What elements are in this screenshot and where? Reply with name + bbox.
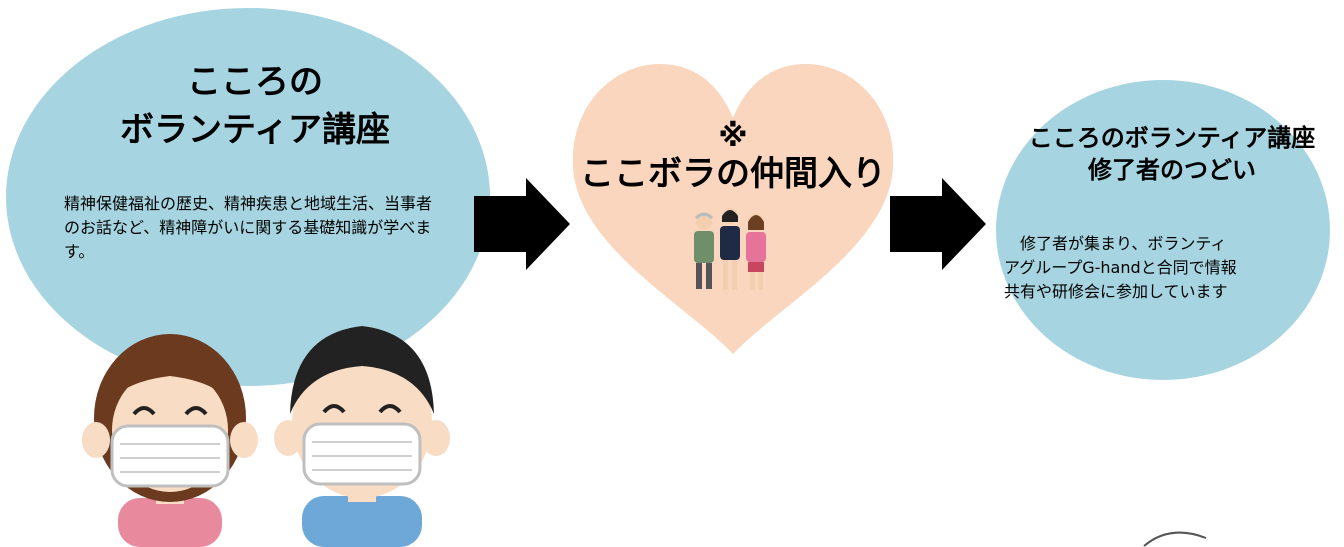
three-people-illustration [694,208,766,290]
alumni-ellipse [996,80,1330,380]
course-title: こころの ボランティア講座 [90,58,420,154]
alumni-title-line2: 修了者のつどい [1088,156,1256,184]
boy-figure [274,326,450,547]
masked-children-illustration [82,326,450,547]
alumni-title: こころのボランティア講座 修了者のつどい [1000,122,1344,186]
right-arrow-icon [474,178,570,270]
course-title-line2: ボランティア講座 [120,110,390,150]
join-text: ここボラの仲間入り [580,154,886,194]
girl-figure [82,334,258,547]
note-mark: ※ [718,119,748,154]
alumni-description: 修了者が集まり、ボランティ アグループG-handと合同で情報 共有や研修会に参… [1004,232,1324,304]
alumni-title-line1: こころのボランティア講座 [1028,124,1316,152]
alumni-desc-line2: アグループG-handと合同で情報 [1004,258,1237,277]
course-title-line1: こころの [187,62,323,102]
course-ellipse [6,8,490,386]
alumni-desc-line1: 修了者が集まり、ボランティ [1004,234,1227,253]
course-description: 精神保健福祉の歴史、精神疾患と地域生活、当事者のお話など、精神障がいに関する基礎… [64,194,433,261]
decorative-arc [1143,531,1207,547]
alumni-desc-line3: 共有や研修会に参加しています [1004,282,1228,301]
right-arrow-icon [890,178,986,270]
